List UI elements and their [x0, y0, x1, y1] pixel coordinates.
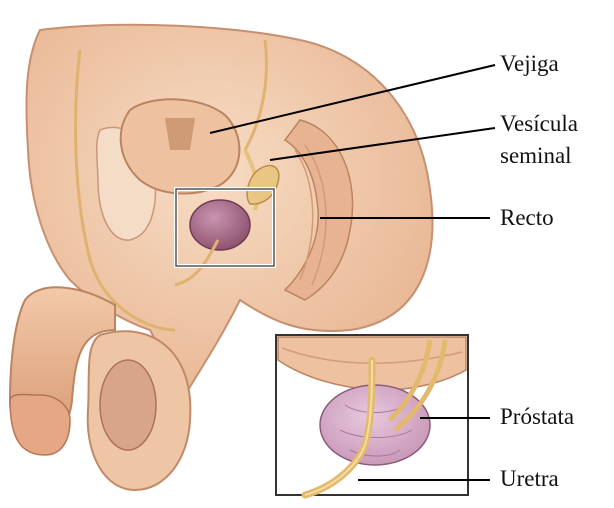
label-seminal-vesicle-line1: Vesícula [500, 112, 578, 136]
prostate-zoom [320, 385, 430, 465]
prostate-small [190, 200, 250, 250]
label-rectum: Recto [500, 206, 554, 230]
label-seminal-vesicle-line2: seminal [500, 144, 572, 168]
testis [100, 360, 156, 450]
label-bladder: Vejiga [500, 52, 559, 76]
label-urethra: Uretra [500, 467, 559, 491]
label-prostate: Próstata [500, 405, 574, 429]
